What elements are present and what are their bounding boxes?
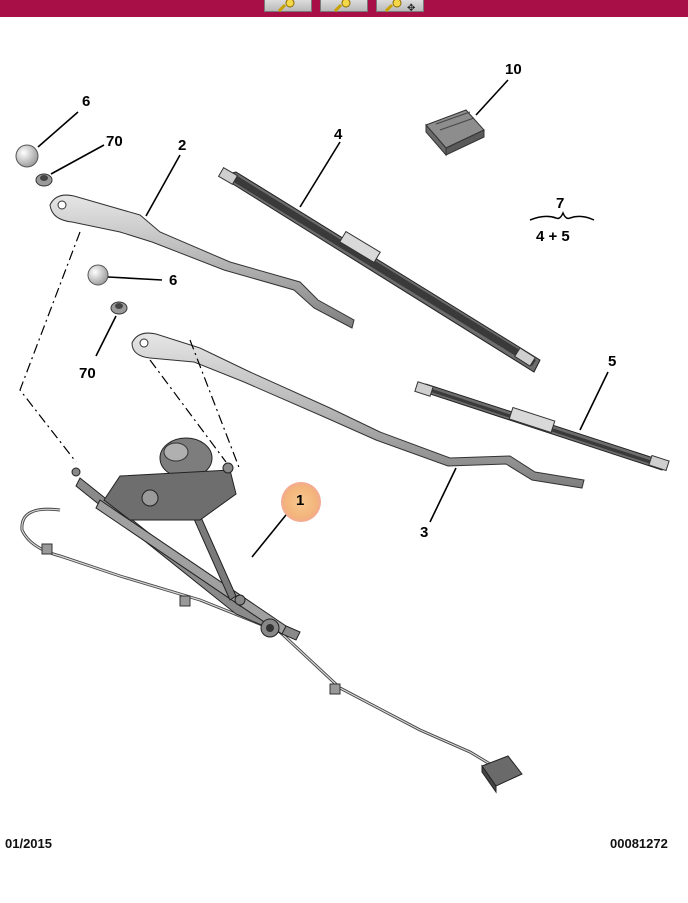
wiper-arm-part-3 (131, 332, 585, 489)
cap-part-6-mid (87, 264, 109, 286)
selected-part-highlight (281, 482, 321, 522)
connector-block-part-10 (425, 109, 485, 157)
zoom-fit-icon: ✥ (384, 0, 415, 12)
callout-part-5[interactable]: 5 (608, 353, 617, 370)
callout-part-70-top[interactable]: 70 (106, 133, 123, 150)
callout-part-3[interactable]: 3 (420, 524, 429, 541)
leader-line-6-top (37, 111, 79, 148)
leader-line-70-mid (95, 315, 117, 357)
wiper-arm-part-2 (49, 194, 355, 329)
callout-part-10[interactable]: 10 (505, 61, 522, 78)
leader-line-10 (475, 79, 509, 116)
callout-part-2[interactable]: 2 (178, 137, 187, 154)
callout-part-6-top[interactable]: 6 (82, 93, 91, 110)
zoom-in-button[interactable] (264, 0, 312, 12)
zoom-out-icon (333, 0, 351, 12)
leader-line-2 (145, 154, 181, 217)
leader-line-6-mid (107, 276, 163, 281)
group-7-brace (529, 211, 595, 221)
callout-part-70-mid[interactable]: 70 (79, 365, 96, 382)
wiper-blade-part-5 (414, 381, 670, 472)
leader-line-70-top (50, 144, 105, 175)
cap-part-6-top (15, 144, 39, 168)
callout-group-7[interactable]: 7 (556, 195, 565, 212)
callout-part-1[interactable]: 1 (296, 492, 305, 509)
callout-part-6-mid[interactable]: 6 (169, 272, 178, 289)
wiper-parts-diagram (15, 79, 670, 794)
leader-line-4 (299, 141, 341, 208)
wiper-blade-part-4 (217, 166, 541, 373)
leader-line-1 (251, 509, 291, 558)
nut-part-70-mid (110, 301, 128, 315)
leader-line-3 (429, 467, 457, 523)
zoom-fit-button[interactable]: ✥ (376, 0, 424, 12)
footer-date: 01/2015 (5, 836, 52, 851)
leader-line-5 (579, 371, 609, 431)
wiper-motor-linkage-part-1 (20, 437, 523, 794)
alignment-lines (19, 231, 241, 471)
footer-reference: 00081272 (610, 836, 668, 851)
callout-part-4[interactable]: 4 (334, 126, 343, 143)
zoom-in-icon (277, 0, 295, 12)
svg-text:✥: ✥ (407, 3, 415, 12)
zoom-out-button[interactable] (320, 0, 368, 12)
callout-group-7-formula: 4 + 5 (536, 228, 570, 245)
nut-part-70-top (35, 173, 53, 187)
